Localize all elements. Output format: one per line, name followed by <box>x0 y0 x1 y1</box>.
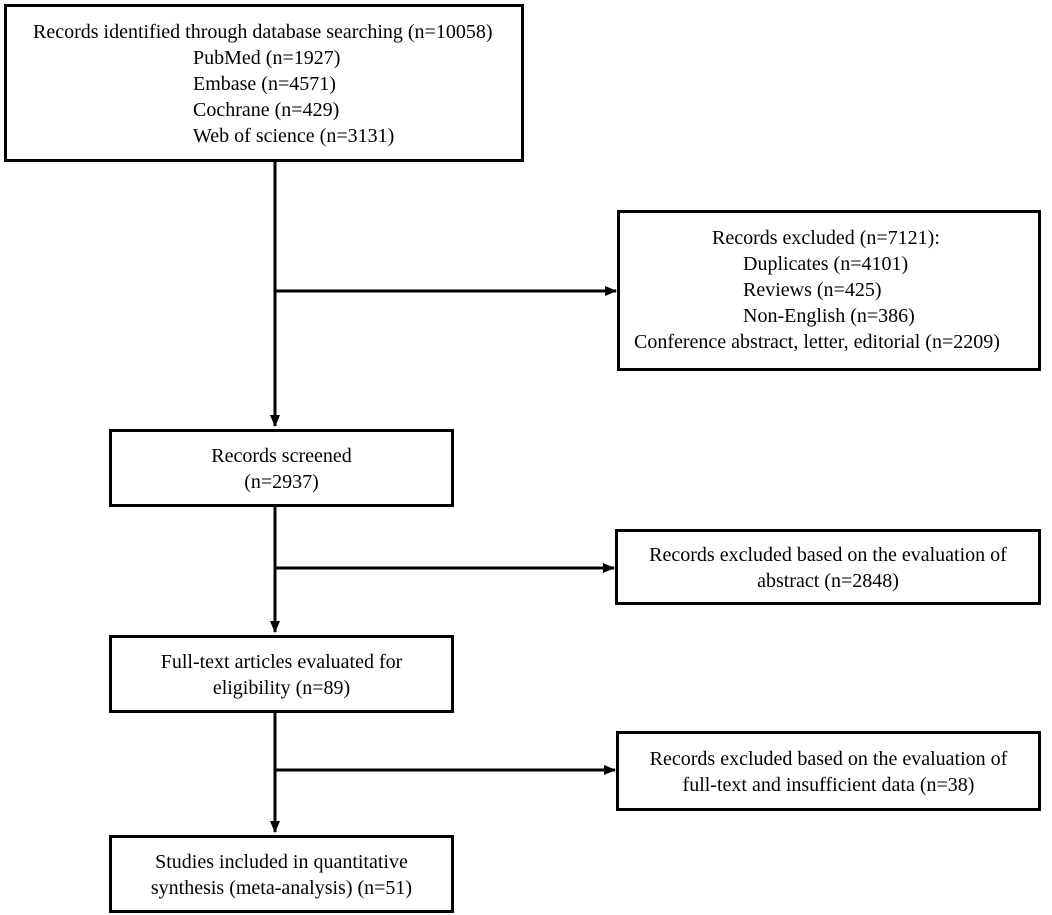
identification-box: Records identified through database sear… <box>4 4 524 162</box>
source-pubmed: PubMed (n=1927) <box>193 47 341 69</box>
source-embase: Embase (n=4571) <box>193 73 336 95</box>
excluded-full-text-count: full-text and insufficient data (n=38) <box>682 774 975 796</box>
reason-duplicates: Duplicates (n=4101) <box>743 253 909 275</box>
excluded-abstract-box: Records excluded based on the evaluation… <box>615 529 1041 605</box>
included-label: Studies included in quantitative <box>155 851 408 873</box>
excluded-initial-box: Records excluded (n=7121): Duplicates (n… <box>617 210 1041 371</box>
excluded-abstract-label: Records excluded based on the evaluation… <box>649 544 1007 566</box>
screened-count: (n=2937) <box>244 471 319 493</box>
included-box: Studies included in quantitative synthes… <box>109 835 454 913</box>
full-text-label: Full-text articles evaluated for <box>160 651 403 673</box>
excluded-initial-title: Records excluded (n=7121): <box>712 227 940 249</box>
screened-label: Records screened <box>211 445 352 467</box>
reason-conference: Conference abstract, letter, editorial (… <box>634 331 1000 353</box>
full-text-count: eligibility (n=89) <box>212 677 351 699</box>
source-list: PubMed (n=1927) Embase (n=4571) Cochrane… <box>33 45 521 149</box>
source-cochrane: Cochrane (n=429) <box>193 99 340 121</box>
excluded-abstract-count: abstract (n=2848) <box>757 570 899 592</box>
full-text-box: Full-text articles evaluated for eligibi… <box>109 635 454 713</box>
reason-non-english: Non-English (n=386) <box>743 305 915 327</box>
excluded-full-text-box: Records excluded based on the evaluation… <box>616 731 1041 811</box>
screened-box: Records screened (n=2937) <box>109 429 454 507</box>
source-web-of-science: Web of science (n=3131) <box>193 125 395 147</box>
excluded-full-text-label: Records excluded based on the evaluation… <box>649 748 1008 770</box>
included-count: synthesis (meta-analysis) (n=51) <box>150 877 413 899</box>
identification-title: Records identified through database sear… <box>33 21 493 43</box>
reason-reviews: Reviews (n=425) <box>743 279 882 301</box>
exclusion-reason-list: Duplicates (n=4101) Reviews (n=425) Non-… <box>620 251 1038 329</box>
